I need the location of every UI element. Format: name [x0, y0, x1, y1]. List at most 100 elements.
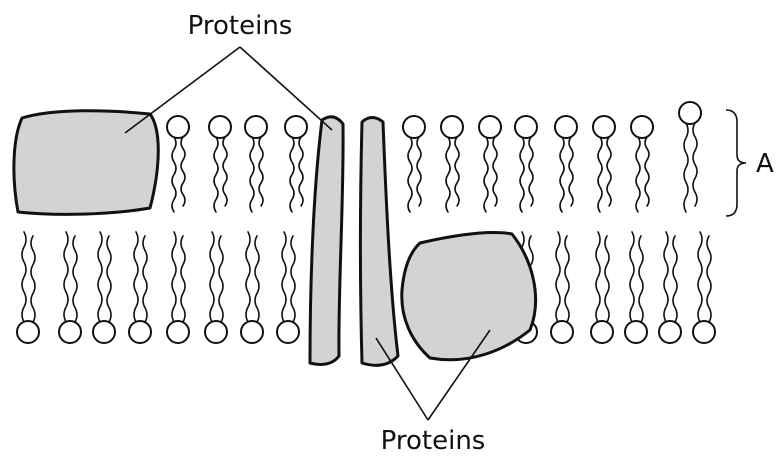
lipid-head	[515, 116, 537, 138]
phospholipid-top	[209, 116, 231, 212]
lipid-tail	[673, 236, 677, 322]
phospholipid-bottom	[277, 232, 299, 343]
lipid-head	[441, 116, 463, 138]
lipid-tail	[455, 137, 459, 206]
lipid-tail	[223, 137, 227, 206]
lipid-head	[631, 116, 653, 138]
lipid-tail	[181, 137, 185, 206]
lipid-tail	[707, 236, 711, 322]
lipid-tail	[172, 232, 176, 322]
lipid-tail	[181, 236, 185, 322]
lipid-head	[679, 102, 701, 124]
lipid-tail	[214, 137, 218, 212]
phospholipid-top	[555, 116, 577, 212]
lipid-tail	[639, 236, 643, 322]
lipid-tail	[290, 137, 294, 212]
lipid-tail	[31, 236, 35, 322]
phospholipid-top	[479, 116, 501, 212]
lipid-tail	[693, 123, 697, 206]
lipid-tail	[636, 137, 640, 212]
integral-protein-channel-right	[361, 118, 399, 366]
integral-protein-channel-left	[310, 117, 343, 365]
lipid-head	[167, 321, 189, 343]
lipid-tail	[484, 137, 488, 212]
phospholipid-bottom	[591, 232, 613, 343]
lipid-tail	[417, 137, 421, 206]
bracket-label: A	[756, 149, 774, 179]
lipid-tail	[107, 236, 111, 322]
phospholipid-bottom	[659, 232, 681, 343]
lipid-head	[591, 321, 613, 343]
lipid-head	[625, 321, 647, 343]
lipid-tail	[684, 123, 688, 212]
lipid-tail	[446, 137, 450, 212]
lipid-tail	[698, 232, 702, 322]
phospholipid-top	[631, 116, 653, 212]
lipid-head	[241, 321, 263, 343]
phospholipid-bottom	[93, 232, 115, 343]
lipid-head	[93, 321, 115, 343]
phospholipid-bottom	[693, 232, 715, 343]
lipid-head	[205, 321, 227, 343]
phospholipid-bottom	[241, 232, 263, 343]
phospholipid-top	[285, 116, 307, 212]
lipid-tail	[630, 232, 634, 322]
lipid-head	[555, 116, 577, 138]
lipid-tail	[255, 236, 259, 322]
lipid-head	[17, 321, 39, 343]
lipid-tail	[246, 232, 250, 322]
lipid-tail	[210, 232, 214, 322]
lipid-tail	[569, 137, 573, 206]
lipid-tail	[64, 232, 68, 322]
lipid-tail	[493, 137, 497, 206]
lipid-tail	[605, 236, 609, 322]
bilayer-half-bracket	[726, 110, 746, 216]
lipid-head	[277, 321, 299, 343]
phospholipid-bottom	[167, 232, 189, 343]
phospholipid-top	[593, 116, 615, 212]
lipid-tail	[596, 232, 600, 322]
lipid-tail	[664, 232, 668, 322]
lipid-tail	[22, 232, 26, 322]
phospholipid-top	[167, 116, 189, 212]
lipid-tail	[529, 137, 533, 206]
lipid-head	[129, 321, 151, 343]
phospholipid-bottom	[551, 232, 573, 343]
phospholipid-top	[441, 116, 463, 212]
bottom-proteins-label: Proteins	[381, 426, 486, 456]
lipid-tail	[560, 137, 564, 212]
lipid-tail	[134, 232, 138, 322]
phospholipid-bottom	[205, 232, 227, 343]
lipid-head	[551, 321, 573, 343]
lipid-tail	[172, 137, 176, 212]
lipid-tail	[282, 232, 286, 322]
lipid-head	[403, 116, 425, 138]
lipid-tail	[98, 232, 102, 322]
lipid-tail	[598, 137, 602, 212]
lipid-head	[693, 321, 715, 343]
lipid-tail	[520, 137, 524, 212]
lipid-tail	[645, 137, 649, 206]
phospholipid-bottom	[129, 232, 151, 343]
lipid-tail	[143, 236, 147, 322]
lipid-tail	[291, 236, 295, 322]
phospholipid-bottom	[59, 232, 81, 343]
lipid-tail	[607, 137, 611, 206]
lipid-tail	[259, 137, 263, 206]
lipid-tail	[299, 137, 303, 206]
lipid-head	[285, 116, 307, 138]
lipid-head	[479, 116, 501, 138]
lipid-tail	[73, 236, 77, 322]
lipid-tail	[219, 236, 223, 322]
lipid-head	[593, 116, 615, 138]
bottom-label-line-to-channel-protein	[376, 338, 428, 420]
phospholipid-bottom	[17, 232, 39, 343]
lipid-tail	[408, 137, 412, 212]
lipid-head	[167, 116, 189, 138]
lipid-head	[209, 116, 231, 138]
phospholipid-top	[515, 116, 537, 212]
lipid-head	[245, 116, 267, 138]
top-proteins-label: Proteins	[188, 11, 293, 41]
lipid-head	[659, 321, 681, 343]
